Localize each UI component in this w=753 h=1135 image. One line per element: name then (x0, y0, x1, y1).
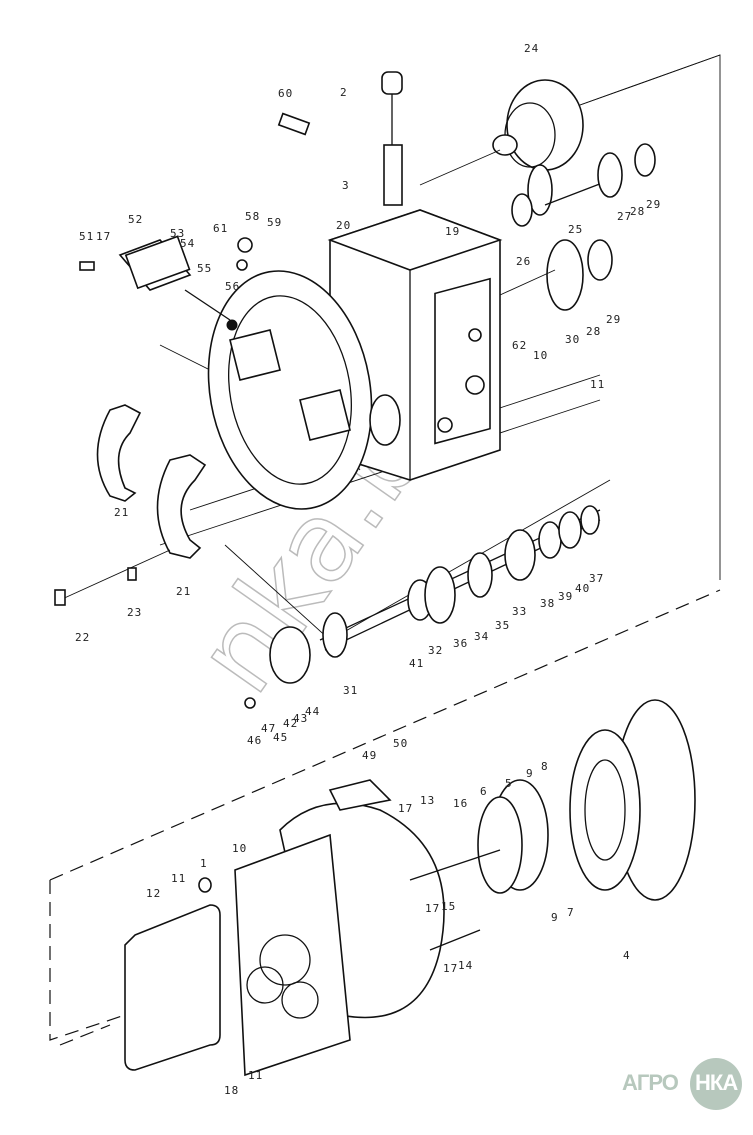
callout-label: 58 (245, 210, 260, 223)
gear-set (499, 143, 656, 311)
callout-label: 21 (176, 585, 191, 598)
callout-label: 49 (362, 749, 377, 762)
callout-label: 61 (213, 222, 228, 235)
callout-label: 42 (283, 717, 298, 730)
callout-label: 17 (398, 802, 413, 815)
callout-label: 10 (533, 349, 548, 362)
gearbox-housing (207, 209, 503, 510)
callout-label: 37 (589, 572, 604, 585)
logo-text-left: АГРО (622, 1070, 679, 1095)
main-shaft (244, 505, 601, 709)
callout-label: 62 (512, 339, 527, 352)
callout-label: 10 (232, 842, 247, 855)
drum-assembly (419, 54, 721, 186)
bracket-parts (54, 404, 207, 606)
callout-label: 34 (474, 630, 489, 643)
callout-label: 23 (127, 606, 142, 619)
callout-label: 29 (646, 198, 661, 211)
callout-label: 13 (420, 794, 435, 807)
callout-label: 55 (197, 262, 212, 275)
callout-label: 17 (96, 230, 111, 243)
callout-label: 27 (617, 210, 632, 223)
callout-label: 38 (540, 597, 555, 610)
callout-label: 24 (524, 42, 539, 55)
clutch-flywheel (409, 699, 696, 951)
callout-label: 43 (293, 712, 308, 725)
callout-label: 44 (305, 705, 320, 718)
callout-label: 36 (453, 637, 468, 650)
callout-label: 33 (512, 605, 527, 618)
callout-label: 4 (623, 949, 631, 962)
callout-label: 25 (568, 223, 583, 236)
callout-label: 60 (278, 87, 293, 100)
part-callouts: 24 2 60 3 20 19 58 59 61 52 51 17 53 54 … (75, 42, 661, 1097)
callout-label: 11 (171, 872, 186, 885)
callout-label: 17 (443, 962, 458, 975)
callout-label: 11 (590, 378, 605, 391)
callout-label: 50 (393, 737, 408, 750)
agronka-logo-badge (690, 1058, 742, 1110)
callout-label: 59 (267, 216, 282, 229)
callout-label: 41 (409, 657, 424, 670)
callout-label: 47 (261, 722, 276, 735)
callout-label: 16 (453, 797, 468, 810)
shift-lever (277, 71, 403, 206)
callout-label: 18 (224, 1084, 239, 1097)
callout-label: 2 (340, 86, 348, 99)
callout-label: 3 (342, 179, 350, 192)
callout-label: 1 (200, 857, 208, 870)
callout-label: 29 (606, 313, 621, 326)
callout-label: 22 (75, 631, 90, 644)
callout-label: 20 (336, 219, 351, 232)
splined-shaft-assembly (79, 235, 253, 331)
callout-label: 9 (526, 767, 534, 780)
callout-label: 52 (128, 213, 143, 226)
callout-label: 51 (79, 230, 94, 243)
callout-label: 46 (247, 734, 262, 747)
callout-label: 32 (428, 644, 443, 657)
callout-label: 28 (586, 325, 601, 338)
callout-label: 6 (480, 785, 488, 798)
callout-label: 28 (630, 205, 645, 218)
callout-label: 12 (146, 887, 161, 900)
callout-label: 56 (225, 280, 240, 293)
callout-label: 39 (558, 590, 573, 603)
clutch-housing (124, 779, 445, 1077)
callout-label: 54 (180, 237, 195, 250)
callout-label: 8 (541, 760, 549, 773)
callout-label: 26 (516, 255, 531, 268)
callout-label: 5 (505, 777, 513, 790)
callout-label: 53 (170, 227, 185, 240)
callout-label: 35 (495, 619, 510, 632)
callout-label: 11 (248, 1069, 263, 1082)
callout-label: 45 (273, 731, 288, 744)
callout-label: 15 (441, 900, 456, 913)
callout-label: 30 (565, 333, 580, 346)
callout-label: 40 (575, 582, 590, 595)
callout-label: 21 (114, 506, 129, 519)
callout-label: 7 (567, 906, 575, 919)
callout-label: 19 (445, 225, 460, 238)
callout-label: 9 (551, 911, 559, 924)
callout-label: 14 (458, 959, 473, 972)
logo-text-right: НКА (695, 1070, 738, 1095)
callout-label: 31 (343, 684, 358, 697)
callout-label: 17 (425, 902, 440, 915)
